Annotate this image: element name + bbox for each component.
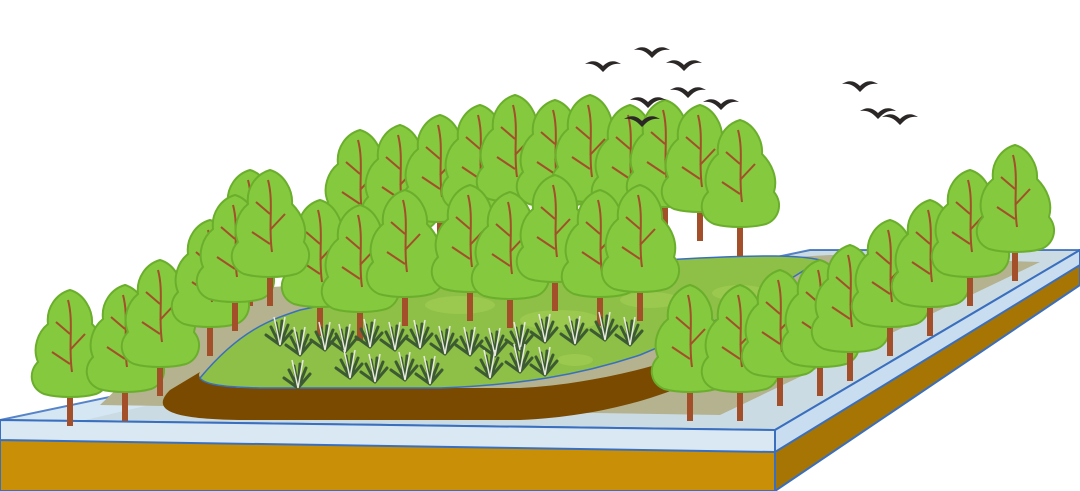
bird <box>670 87 706 98</box>
bird <box>666 60 702 71</box>
mud-channel <box>162 350 741 420</box>
bird <box>585 61 621 72</box>
bird <box>842 81 878 92</box>
bird <box>634 47 670 58</box>
bird <box>882 114 918 125</box>
